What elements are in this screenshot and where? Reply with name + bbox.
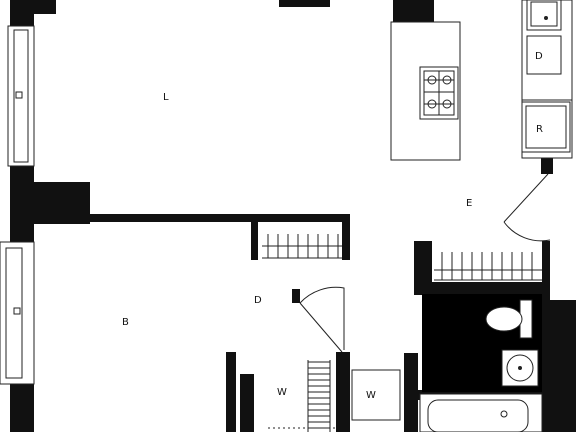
label-washer: W [366,390,376,401]
label-refrigerator: R [536,124,543,135]
wall-left-corner [34,0,56,14]
label-dishwasher: D [535,51,543,62]
label-living: L [163,92,169,103]
wall-closet-left [251,222,258,260]
den-door [299,286,345,353]
wall-top-column [393,0,434,22]
wall-left-block [34,182,90,224]
wall-left-bottom [10,384,34,432]
dishwasher [526,35,562,75]
window-icon [0,25,35,385]
label-bedroom: B [122,317,129,328]
sink-icon [526,0,562,31]
refrigerator [521,101,571,153]
label-walk-in-closet: W [277,387,287,398]
wall-top-center [279,0,330,7]
vanity-sink-icon [501,349,539,387]
wall-closet-right [342,222,350,260]
label-entry: E [466,198,472,209]
toilet-icon [485,299,533,339]
wall-bedroom-top [90,214,350,222]
wall-bath-upper-left [414,241,432,295]
wall-left-top [10,0,34,28]
entry-door-leaf [503,173,549,223]
wall-bath-left [404,353,418,432]
wall-w-closet-left2 [240,374,254,432]
wall-w-closet-right [336,352,350,432]
wall-w-closet-left [226,352,236,432]
shelf-icon [262,234,542,432]
wall-right-edge [550,300,576,432]
bathtub-icon [419,393,543,432]
wall-bath-top [432,282,549,294]
stove-icon [419,66,459,120]
wall-left-mid [10,166,34,242]
walls [10,0,576,432]
washer [351,369,401,421]
label-den: D [254,295,262,306]
wall-kitchen-stub [541,158,553,174]
wall-den-stub [292,289,300,303]
entry-door-arc [503,221,551,242]
wall-bath-right [542,241,550,432]
door-swing-icon [503,173,551,242]
